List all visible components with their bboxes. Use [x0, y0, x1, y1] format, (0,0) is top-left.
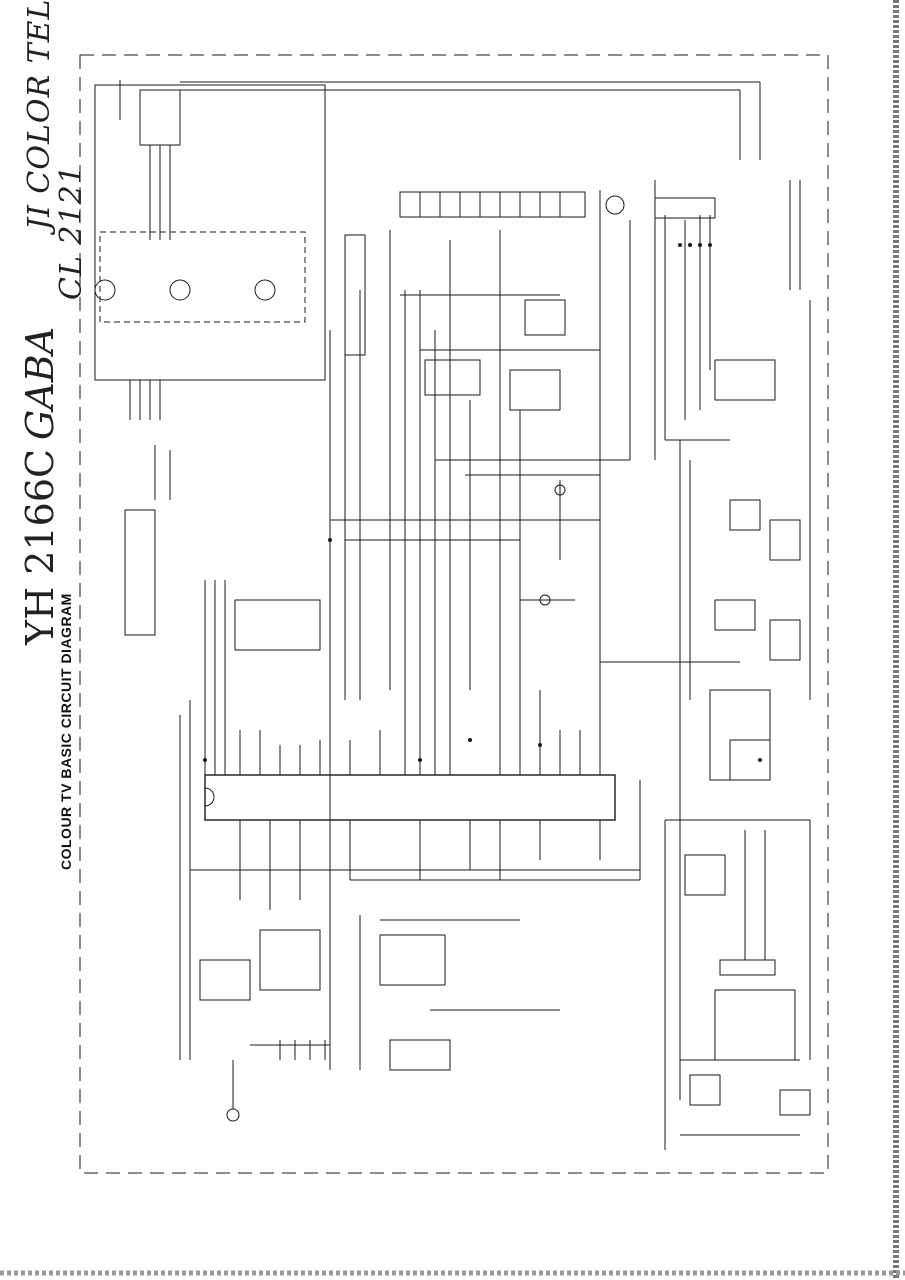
connector-strip — [399, 191, 716, 219]
handwritten-chassis-code: CL 2121 — [54, 164, 89, 300]
handwritten-brand: GABA — [18, 326, 62, 440]
handwritten-product-line: JI COLOR TELEVISION — [22, 0, 57, 230]
regulator-block — [714, 359, 776, 401]
drawing-border — [79, 54, 829, 1174]
handwritten-model-number: YH 2166C — [18, 448, 62, 645]
tuner-module — [94, 80, 326, 420]
main-ic — [204, 774, 616, 821]
ic-block-left — [234, 599, 321, 651]
bridge-block — [719, 959, 776, 976]
